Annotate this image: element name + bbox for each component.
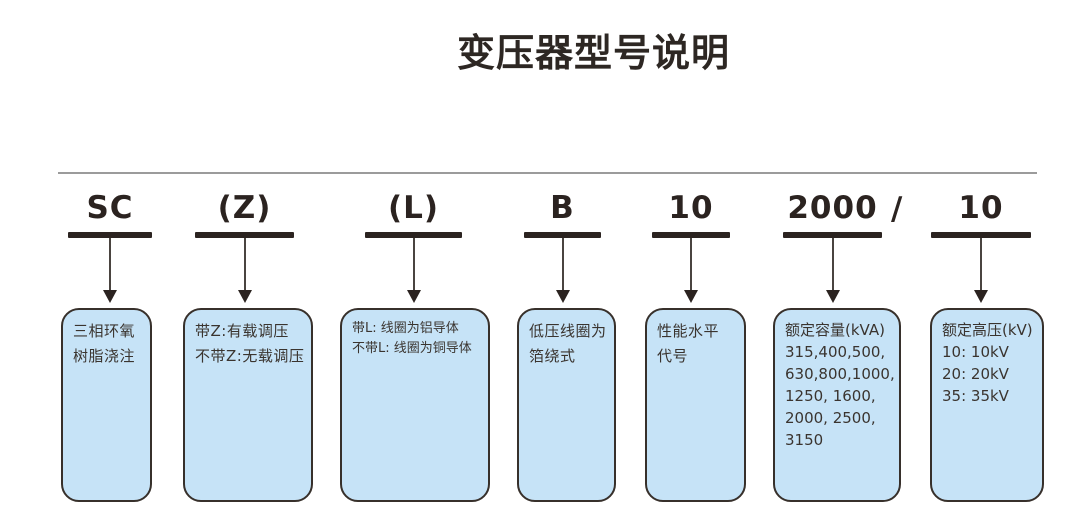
box-line: 箔绕式 — [529, 347, 576, 365]
description-box-capacity: 额定容量(kVA) 315,400,500, 630,800,1000, 125… — [773, 308, 901, 502]
box-line: 20: 20kV — [942, 365, 1009, 383]
code-label: SC — [86, 190, 134, 226]
box-line: 35: 35kV — [942, 387, 1009, 405]
box-line: 630,800,1000, — [785, 365, 895, 383]
box-line: 树脂浇注 — [73, 347, 136, 365]
code-underline — [931, 232, 1031, 238]
box-line: 2000, 2500, — [785, 409, 876, 427]
code-underline — [652, 232, 730, 238]
box-line: 代号 — [657, 347, 689, 365]
code-segment-hv10: 10 — [931, 190, 1031, 303]
description-box-l: 带L: 线圈为铝导体 不带L: 线圈为铜导体 — [340, 308, 490, 502]
box-line: 低压线圈为 — [529, 322, 607, 340]
code-underline — [365, 232, 462, 238]
box-line: 带L: 线圈为铝导体 — [352, 321, 459, 336]
down-arrow-icon — [237, 238, 252, 303]
down-arrow-icon — [684, 238, 698, 303]
code-segment-2000: 2000 — [783, 190, 882, 303]
code-segment-sc: SC — [68, 190, 152, 303]
code-segment-l: (L) — [365, 190, 462, 303]
page-title: 变压器型号说明 — [457, 31, 731, 75]
down-arrow-icon — [825, 238, 840, 303]
box-line: 额定高压(kV) — [942, 321, 1033, 339]
down-arrow-icon — [103, 238, 117, 303]
down-arrow-icon — [555, 238, 570, 303]
box-line: 三相环氧 — [73, 322, 136, 340]
horizontal-divider — [58, 172, 1037, 174]
box-line: 带Z:有载调压 — [195, 322, 289, 340]
description-box-performance: 性能水平 代号 — [645, 308, 746, 502]
box-line: 10: 10kV — [942, 343, 1009, 361]
box-line: 额定容量(kVA) — [785, 321, 885, 339]
code-label: 10 — [668, 190, 714, 226]
code-underline — [195, 232, 294, 238]
code-segment-z: (Z) — [195, 190, 294, 303]
description-box-b: 低压线圈为 箔绕式 — [517, 308, 616, 502]
box-line: 3150 — [785, 431, 824, 449]
down-arrow-icon — [974, 238, 988, 303]
box-line: 不带Z:无载调压 — [195, 347, 305, 365]
code-label: 2000 — [787, 190, 878, 226]
code-label: B — [550, 190, 575, 226]
code-underline — [524, 232, 601, 238]
code-label: (L) — [387, 190, 440, 226]
down-arrow-icon — [406, 238, 421, 303]
description-box-voltage: 额定高压(kV) 10: 10kV 20: 20kV 35: 35kV — [930, 308, 1044, 502]
description-box-sc: 三相环氧 树脂浇注 — [61, 308, 152, 502]
code-label: (Z) — [217, 190, 272, 226]
box-line: 315,400,500, — [785, 343, 886, 361]
box-line: 1250, 1600, — [785, 387, 876, 405]
description-box-z: 带Z:有载调压 不带Z:无载调压 — [183, 308, 313, 502]
code-underline — [783, 232, 882, 238]
code-segment-10: 10 — [652, 190, 730, 303]
box-line: 不带L: 线圈为铜导体 — [352, 341, 472, 356]
code-separator-slash: / — [891, 191, 903, 227]
code-segment-b: B — [524, 190, 601, 303]
code-label: 10 — [958, 190, 1004, 226]
code-underline — [68, 232, 152, 238]
box-line: 性能水平 — [657, 322, 720, 340]
